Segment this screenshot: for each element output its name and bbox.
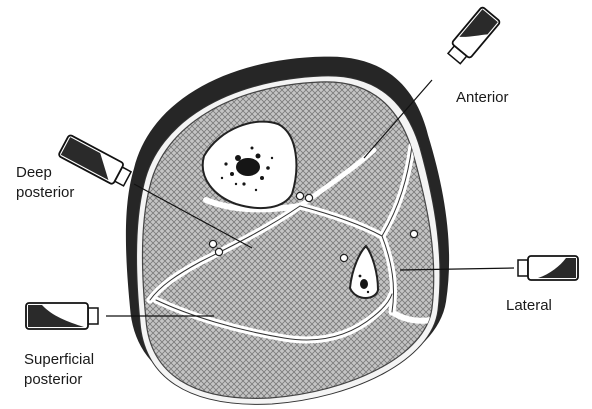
vessel-peroneal xyxy=(340,254,347,261)
vessel-deep-1 xyxy=(209,240,216,247)
label-superficial-posterior-line-1: Superficial xyxy=(24,350,94,370)
syringe-anterior-icon xyxy=(445,6,501,66)
syringe-lateral-icon xyxy=(518,256,578,280)
label-superficial-posterior-line-2: posterior xyxy=(24,370,94,390)
label-deep-posterior-line-1: Deep xyxy=(16,163,74,183)
label-deep-posterior: Deep posterior xyxy=(16,163,74,203)
label-superficial-posterior: Superficial posterior xyxy=(24,350,94,390)
vessel-anterior-2 xyxy=(305,194,312,201)
label-deep-posterior-line-2: posterior xyxy=(16,183,74,203)
vessel-anterior-1 xyxy=(296,192,303,199)
vessel-lateral xyxy=(410,230,417,237)
vessel-deep-2 xyxy=(215,248,222,255)
label-anterior: Anterior xyxy=(456,88,509,108)
syringe-superficial-posterior-icon xyxy=(26,303,98,329)
muscle-compartments xyxy=(143,82,434,399)
label-lateral: Lateral xyxy=(506,296,552,316)
